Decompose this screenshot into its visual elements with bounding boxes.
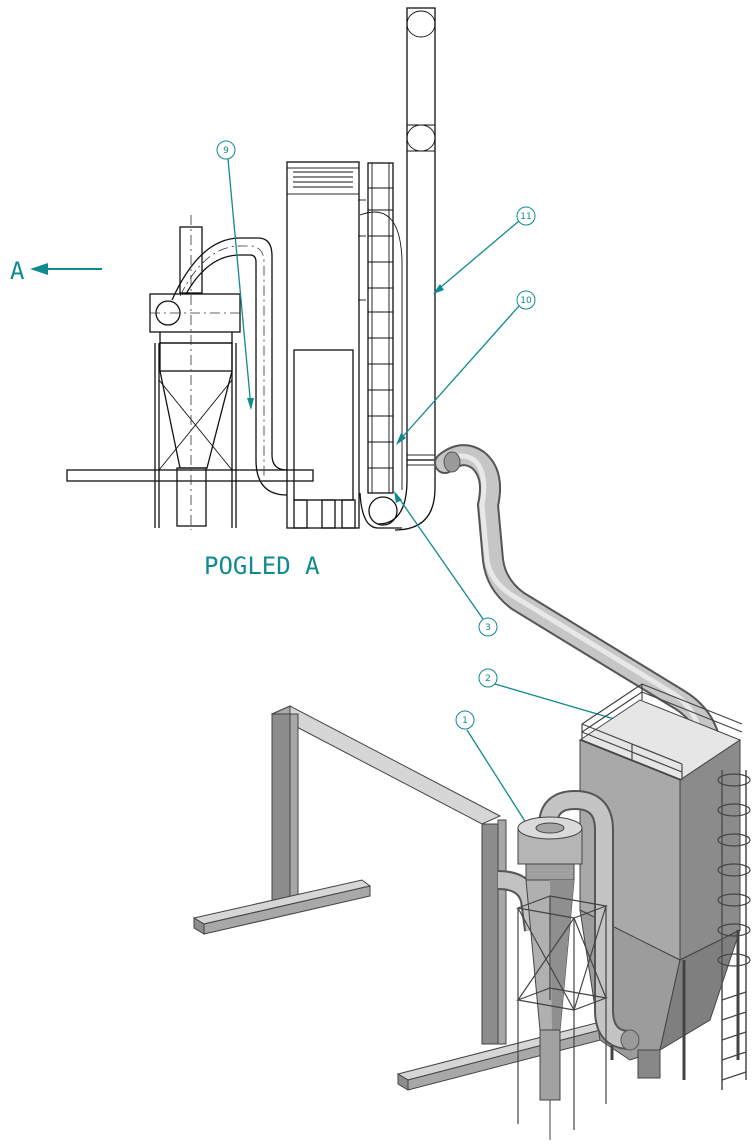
duct-bottom — [359, 492, 402, 529]
callout-1-number: 1 — [462, 716, 468, 726]
filter-housing — [286, 161, 366, 529]
callout-10 — [396, 290, 536, 445]
callout-11 — [433, 206, 536, 294]
callout-3 — [394, 491, 498, 637]
view-direction-arrow — [30, 263, 102, 275]
exhaust-duct-3d — [434, 444, 723, 803]
direction-label: A — [10, 257, 25, 285]
cyclone-3d — [515, 789, 640, 1140]
callout-2-number: 2 — [485, 674, 491, 684]
callout-3-number: 3 — [485, 623, 491, 633]
callout-9 — [216, 140, 254, 410]
callout-11-number: 11 — [520, 212, 531, 222]
ladder-cage — [359, 162, 403, 494]
callout-2 — [478, 668, 633, 727]
callout-10-number: 10 — [520, 296, 532, 306]
side-view — [66, 7, 436, 531]
support-beam — [66, 469, 314, 482]
ladder-cage-3d — [717, 770, 751, 1090]
view-label: POGLED A — [204, 552, 320, 580]
callout-9-number: 9 — [223, 146, 229, 156]
isometric-view — [192, 444, 751, 1140]
exhaust-chimney — [377, 7, 436, 531]
cyclone-side — [149, 215, 288, 530]
duct-inlet-circle — [368, 496, 398, 526]
